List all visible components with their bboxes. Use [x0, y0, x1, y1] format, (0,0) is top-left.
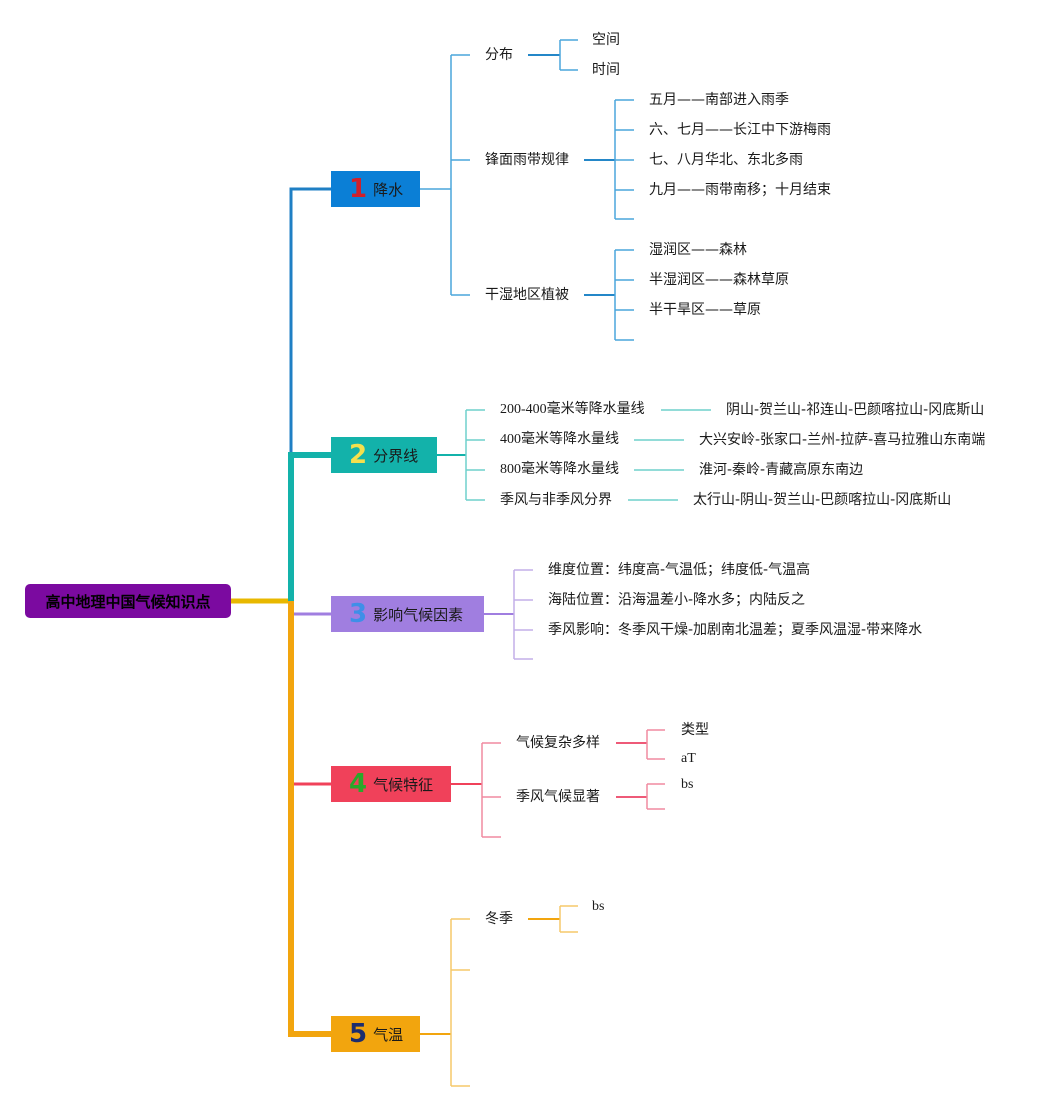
temperature-winter-bs[interactable]: bs	[592, 899, 605, 914]
topic-number: 5	[349, 1019, 368, 1049]
rainbelt-may[interactable]: 五月——南部进入雨季	[649, 92, 789, 108]
rainbelt-june-july[interactable]: 六、七月——长江中下游梅雨	[649, 122, 831, 138]
rainbelt-sept[interactable]: 九月——雨带南移；十月结束	[649, 182, 831, 198]
features-connectors	[451, 729, 665, 838]
vegetation-humid[interactable]: 湿润区——森林	[649, 242, 747, 258]
boundary-item-name[interactable]: 800毫米等降水量线	[500, 462, 619, 477]
topic-number: 1	[349, 174, 368, 204]
topic-precipitation[interactable]: 1 降水	[331, 171, 420, 207]
feature-complex-at[interactable]: aT	[681, 751, 696, 766]
boundary-item-desc[interactable]: 淮河-秦岭-青藏高原东南边	[699, 462, 864, 478]
trunk-topic-1	[289, 187, 331, 601]
boundary-item-name[interactable]: 400毫米等降水量线	[500, 432, 619, 447]
topic-number: 4	[349, 769, 368, 799]
subtopic-frontal-rainbelt[interactable]: 锋面雨带规律	[485, 152, 569, 168]
vegetation-semiarid[interactable]: 半干旱区——草原	[649, 302, 761, 318]
topic-label: 气候特征	[373, 775, 434, 794]
subtopic-dry-wet-vegetation[interactable]: 干湿地区植被	[485, 287, 569, 303]
factor-monsoon[interactable]: 季风影响：冬季风干燥-加剧南北温差；夏季风温湿-带来降水	[548, 622, 923, 638]
feature-monsoon-bs[interactable]: bs	[681, 777, 694, 792]
distribution-space[interactable]: 空间	[592, 32, 620, 48]
topic-temperature[interactable]: 5 气温	[331, 1016, 420, 1052]
topic-features[interactable]: 4 气候特征	[331, 766, 451, 802]
root-node[interactable]: 高中地理中国气候知识点	[25, 584, 231, 618]
factors-connectors	[484, 569, 533, 660]
factor-latitude[interactable]: 维度位置：纬度高-气温低；纬度低-气温高	[548, 562, 811, 578]
trunk-topic-4	[289, 601, 331, 786]
subtopic-distribution[interactable]: 分布	[485, 47, 513, 63]
trunk-topic-2	[288, 452, 331, 601]
feature-complex[interactable]: 气候复杂多样	[516, 735, 600, 751]
topic-number: 2	[349, 440, 368, 470]
feature-complex-type[interactable]: 类型	[681, 722, 709, 738]
topic-label: 气温	[373, 1025, 404, 1044]
topic-factors[interactable]: 3 影响气候因素	[331, 596, 484, 632]
boundary-item-name[interactable]: 200-400毫米等降水量线	[500, 402, 645, 417]
temperature-winter[interactable]: 冬季	[485, 911, 513, 927]
topic-number: 3	[349, 599, 368, 629]
rainbelt-july-aug[interactable]: 七、八月华北、东北多雨	[649, 152, 803, 168]
boundary-item-desc[interactable]: 阴山-贺兰山-祁连山-巴颜喀拉山-冈底斯山	[726, 402, 985, 418]
temperature-connectors	[420, 905, 578, 1087]
topic-label: 分界线	[373, 446, 419, 465]
boundary-connectors	[437, 409, 711, 501]
distribution-time[interactable]: 时间	[592, 62, 620, 78]
boundary-item-desc[interactable]: 太行山-阴山-贺兰山-巴颜喀拉山-冈底斯山	[693, 492, 952, 508]
root-label: 高中地理中国气候知识点	[45, 592, 211, 611]
topic-label: 降水	[373, 180, 404, 199]
boundary-item-desc[interactable]: 大兴安岭-张家口-兰州-拉萨-喜马拉雅山东南端	[699, 432, 986, 448]
factor-land-sea[interactable]: 海陆位置：沿海温差小-降水多；内陆反之	[548, 592, 806, 608]
boundary-item-name[interactable]: 季风与非季风分界	[500, 492, 612, 508]
topic-boundary[interactable]: 2 分界线	[331, 437, 437, 473]
precip-connectors	[420, 39, 634, 341]
trunk-topic-5	[288, 601, 331, 1037]
vegetation-subhumid[interactable]: 半湿润区——森林草原	[649, 272, 789, 288]
topic-label: 影响气候因素	[373, 605, 464, 624]
feature-monsoon[interactable]: 季风气候显著	[516, 789, 600, 805]
